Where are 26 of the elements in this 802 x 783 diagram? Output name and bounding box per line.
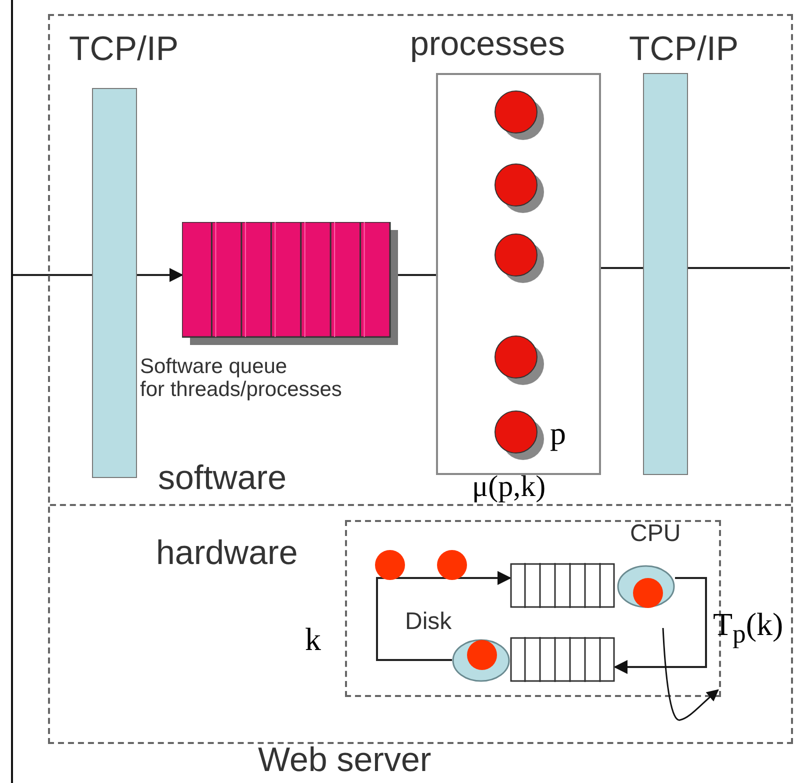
region-title: hardware: [156, 535, 298, 572]
arrow: [137, 268, 184, 282]
connector-line: [601, 267, 643, 269]
response-time-label: T$_{p}$(k): [713, 607, 784, 649]
diagram-caption: Web server: [258, 742, 432, 780]
queue-caption: Software queue for threads/processes: [140, 355, 343, 402]
process-circle: [494, 163, 546, 215]
layer-label: TCP/IP: [629, 31, 739, 68]
server-label: CPU: [630, 521, 681, 548]
process-label: p: [550, 416, 566, 452]
connector-line: [12, 274, 92, 276]
layer-label: TCP/IP: [69, 31, 179, 68]
hardware-queue: [510, 563, 615, 608]
hardware-queue: [510, 637, 615, 682]
arrow: [614, 577, 707, 674]
population-label: k: [305, 622, 321, 658]
process-circle: [494, 335, 546, 387]
service-rate-label: μ(p,k): [472, 470, 546, 503]
connector-line: [688, 267, 790, 269]
region-title: software: [158, 460, 286, 498]
arrow: [376, 571, 512, 661]
process-circle: [494, 233, 546, 285]
connector-line: [398, 274, 436, 276]
pool-title: processes: [410, 26, 565, 64]
server-label: Disk: [405, 609, 452, 636]
process-circle: [494, 90, 546, 142]
